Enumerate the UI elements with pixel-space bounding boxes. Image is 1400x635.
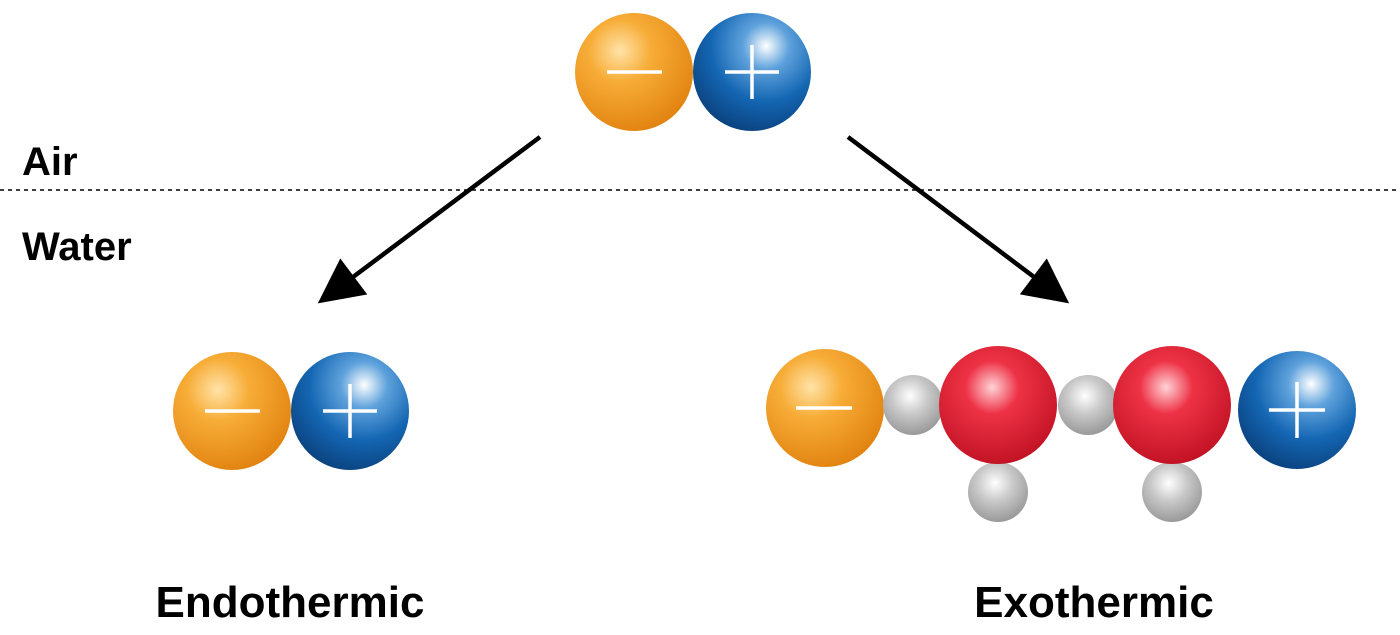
hydrogen-atom xyxy=(883,375,943,435)
endothermic-label: Endothermic xyxy=(156,578,425,627)
cation-sphere xyxy=(693,13,811,131)
arrow-to-exothermic xyxy=(846,135,1070,304)
oxygen-atom xyxy=(1113,346,1231,464)
air-label: Air xyxy=(22,140,78,184)
hydrogen-atom xyxy=(968,462,1028,522)
hydrogen-atom xyxy=(1058,375,1118,435)
anion-sphere xyxy=(575,13,693,131)
ion-pair-air xyxy=(575,13,811,131)
exothermic-label: Exothermic xyxy=(974,578,1214,627)
water-separated-ion-pair xyxy=(766,346,1356,522)
hydrogen-atom xyxy=(1142,462,1202,522)
anion-sphere xyxy=(766,349,884,467)
cation-sphere xyxy=(291,352,409,470)
anion-sphere xyxy=(173,352,291,470)
oxygen-atom xyxy=(939,346,1057,464)
water-label: Water xyxy=(22,225,132,269)
cation-sphere xyxy=(1238,351,1356,469)
contact-ion-pair xyxy=(173,352,409,470)
arrow-to-endothermic xyxy=(317,135,542,304)
